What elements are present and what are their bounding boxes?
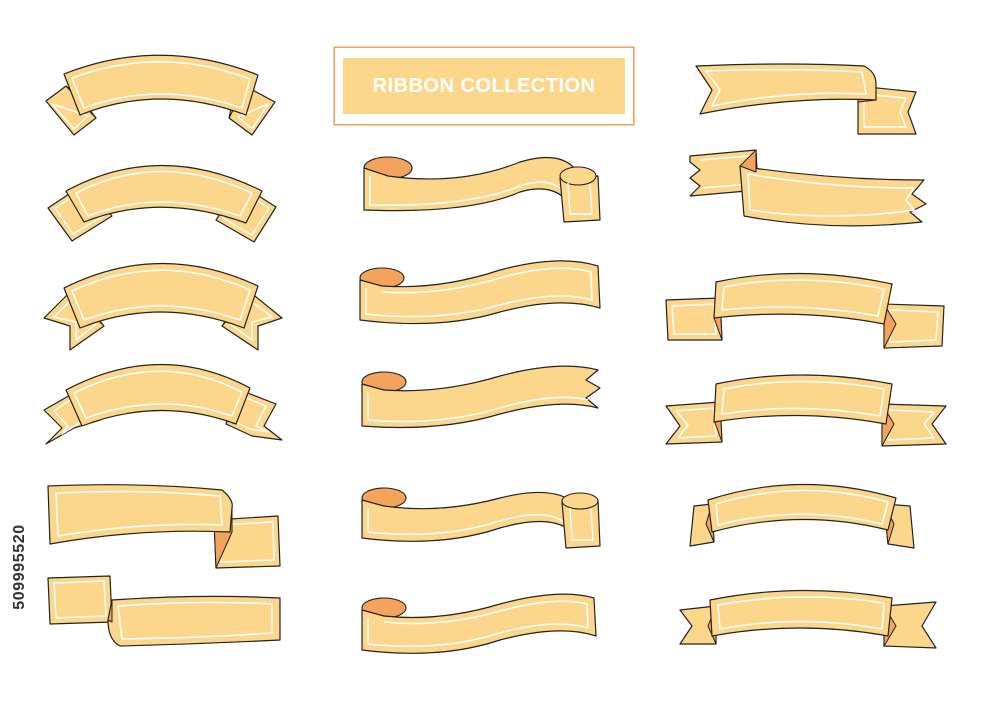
scroll-ribbon-2 xyxy=(359,260,601,325)
ribbon-arched-notched-2 xyxy=(43,363,283,445)
scroll-ribbon-3 xyxy=(361,365,601,429)
stock-id-text: 509995520 xyxy=(11,524,28,610)
ribbon-arched-notched-1 xyxy=(43,262,283,351)
ribbon-banner-fold-right xyxy=(47,484,281,569)
scroll-ribbon-4 xyxy=(361,487,601,549)
ribbon-banner-fold-left xyxy=(47,575,281,647)
stock-id-watermark: 509995520 xyxy=(2,440,36,700)
ribbon-arched-square-ends xyxy=(47,165,277,243)
ribbon-banner-notched-right-fold xyxy=(695,63,917,135)
page-title: RIBBON COLLECTION xyxy=(372,74,596,97)
title-banner-fill: RIBBON COLLECTION xyxy=(343,58,625,114)
ribbon-torn-banner xyxy=(689,149,927,227)
title-banner: RIBBON COLLECTION xyxy=(334,47,634,125)
ribbon-banner-notched-flags xyxy=(665,374,947,447)
ribbon-arched-small-folds xyxy=(689,483,915,549)
ribbon-banner-square-flags xyxy=(665,272,945,349)
ribbon-arched-folded-1 xyxy=(45,54,276,136)
ribbon-banner-notched-tips xyxy=(679,589,937,649)
scroll-ribbon-5 xyxy=(361,593,597,654)
scroll-ribbon-1 xyxy=(363,156,601,223)
